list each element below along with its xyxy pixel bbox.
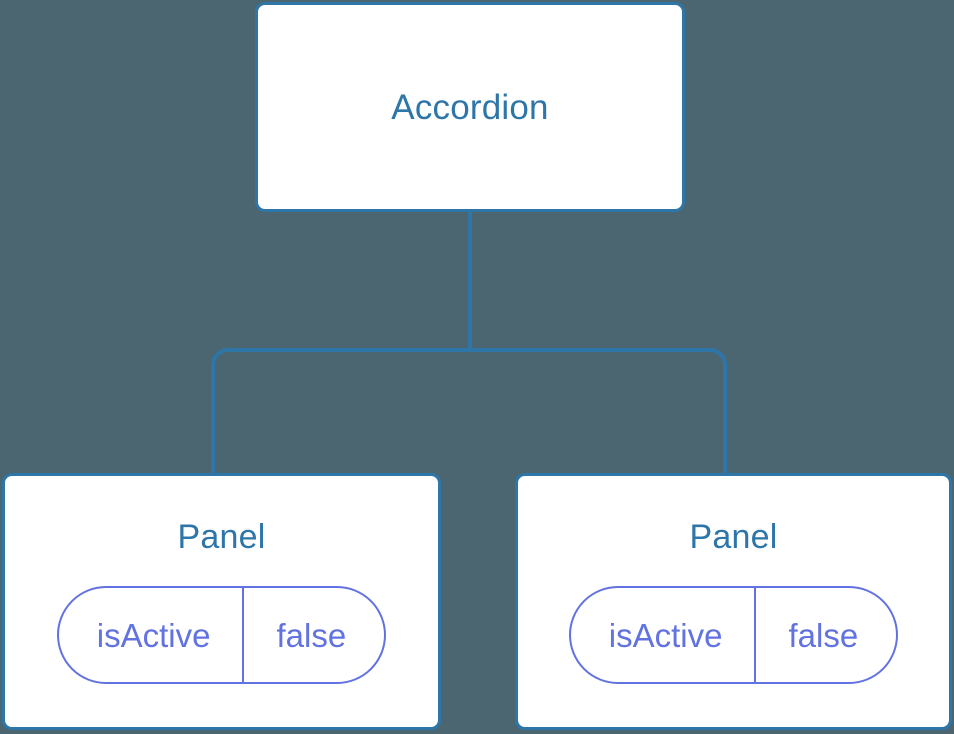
node-panel-right-title: Panel bbox=[689, 518, 778, 556]
prop-key-is-active-right: isActive bbox=[608, 616, 723, 654]
prop-pill-is-active-right[interactable]: isActive false bbox=[568, 586, 899, 684]
node-panel-left[interactable]: Panel isActive false bbox=[2, 473, 441, 730]
node-panel-right[interactable]: Panel isActive false bbox=[515, 473, 952, 730]
node-panel-right-content: Panel isActive false bbox=[518, 476, 949, 684]
node-accordion[interactable]: Accordion bbox=[255, 2, 685, 212]
prop-value-is-active-right: false bbox=[754, 588, 896, 682]
prop-value-is-active-left: false bbox=[242, 588, 384, 682]
node-panel-left-title: Panel bbox=[177, 518, 266, 556]
prop-pill-is-active-left[interactable]: isActive false bbox=[56, 586, 387, 684]
node-panel-left-content: Panel isActive false bbox=[5, 476, 438, 684]
connector-path-right bbox=[468, 211, 727, 474]
connector-path-left bbox=[211, 211, 472, 474]
prop-key-is-active-left: isActive bbox=[96, 616, 211, 654]
node-accordion-title: Accordion bbox=[391, 87, 549, 127]
